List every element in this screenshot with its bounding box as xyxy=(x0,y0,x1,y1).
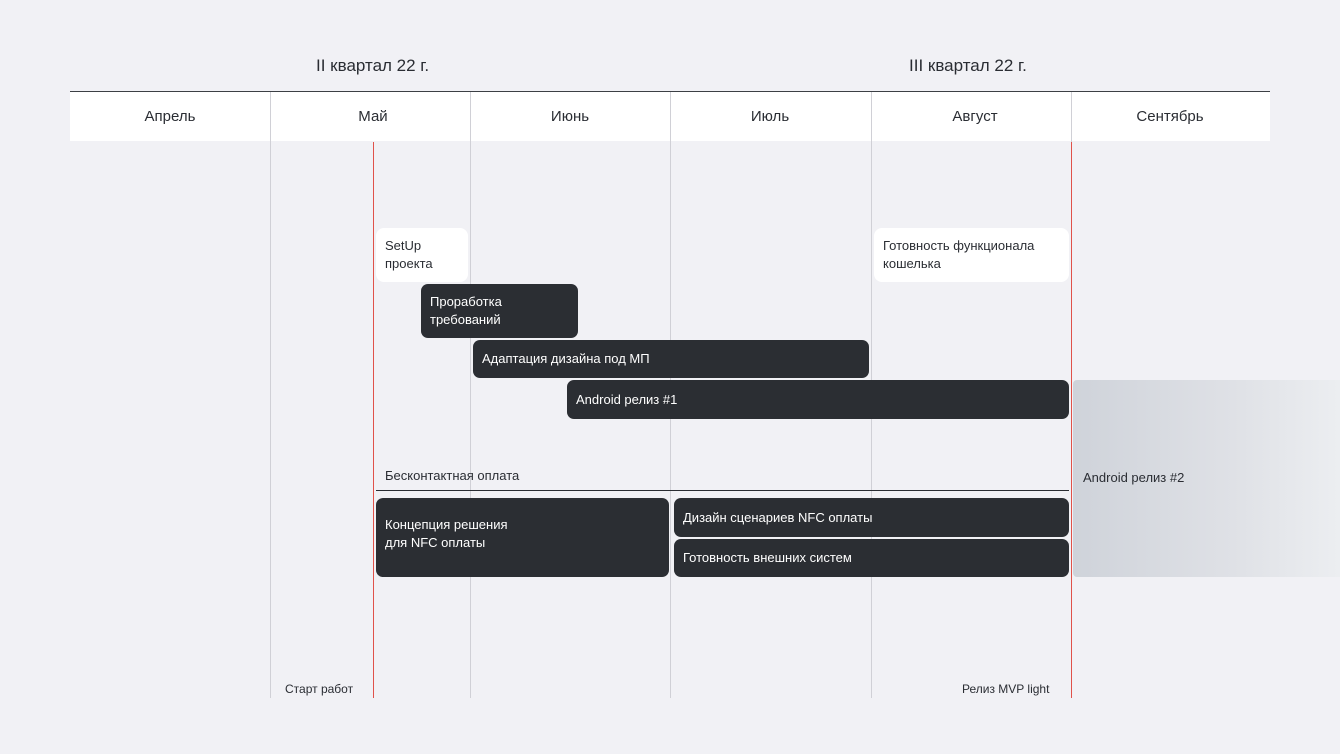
start-marker-line xyxy=(373,142,374,698)
month-june: Июнь xyxy=(550,108,590,125)
start-marker-label: Старт работ xyxy=(285,682,354,696)
grid-line-may xyxy=(270,92,271,698)
android-release-2-label: Android релиз #2 xyxy=(1083,470,1185,485)
task-android-release-1: Android релиз #1 xyxy=(567,380,1069,419)
milestone-setup: SetUp проекта xyxy=(376,228,468,282)
task-requirements: Проработка требований xyxy=(421,284,578,338)
section-contactless-divider xyxy=(376,490,1069,491)
milestone-wallet-ready: Готовность функционала кошелька xyxy=(874,228,1069,282)
month-september: Сентябрь xyxy=(1136,108,1204,125)
section-contactless-label: Бесконтактная оплата xyxy=(385,468,520,483)
quarter-3-label: III квартал 22 г. xyxy=(909,56,1027,75)
task-nfc-concept: Концепция решения для NFC оплаты xyxy=(376,498,669,577)
month-april: Апрель xyxy=(144,108,196,125)
month-july: Июль xyxy=(750,108,790,125)
release-marker-label: Релиз MVP light xyxy=(962,682,1050,696)
task-design-adaptation: Адаптация дизайна под МП xyxy=(473,340,869,378)
month-august: Август xyxy=(952,108,998,125)
grid-line-june xyxy=(470,92,471,698)
task-external-systems: Готовность внешних систем xyxy=(674,539,1069,577)
release-marker-line xyxy=(1071,142,1072,698)
month-may: Май xyxy=(358,108,388,125)
quarter-2-label: II квартал 22 г. xyxy=(316,56,430,75)
task-nfc-design: Дизайн сценариев NFC оплаты xyxy=(674,498,1069,537)
android-release-2-block: Android релиз #2 xyxy=(1073,380,1340,577)
header-divider xyxy=(70,91,1270,92)
